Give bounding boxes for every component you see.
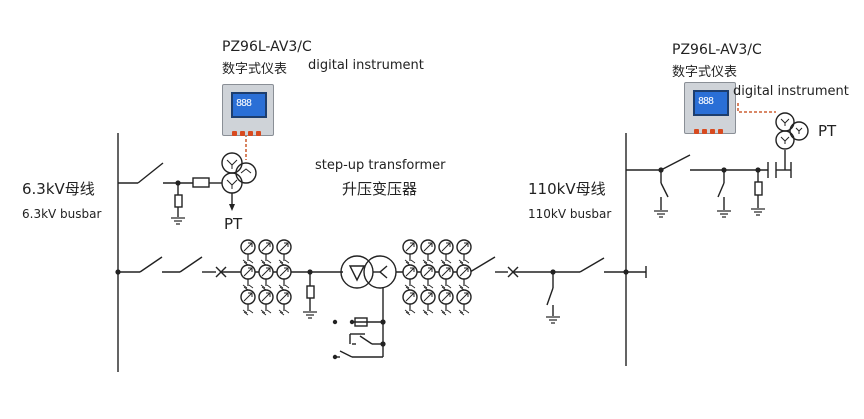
right-digital-meter: 888	[684, 82, 736, 134]
left-meter-name-cn: 数字式仪表	[222, 62, 288, 77]
right-busbar-name-en: 110kV busbar	[528, 207, 612, 221]
right-busbar-name-cn: 110kV母线	[528, 180, 606, 198]
left-busbar-name-cn: 6.3kV母线	[22, 180, 95, 198]
right-meter-buttons	[694, 119, 728, 134]
right-meter-digits: 888	[698, 96, 714, 107]
left-digital-meter: 888	[222, 84, 274, 136]
left-pt-switch	[137, 162, 164, 184]
right-meter-model: PZ96L-AV3/C	[672, 42, 762, 58]
left-meter-buttons	[232, 121, 266, 136]
right-meter-name-en: digital instrument	[733, 84, 849, 99]
left-meter-digits: 888	[236, 98, 252, 109]
transformer-name-cn: 升压变压器	[342, 180, 418, 198]
left-meter-screen: 888	[231, 92, 267, 118]
transformer-name-en: step-up transformer	[315, 158, 446, 173]
left-arrester-array	[240, 239, 292, 316]
left-meter-model: PZ96L-AV3/C	[222, 39, 312, 55]
right-meter-screen: 888	[693, 90, 729, 116]
right-meter-name-cn: 数字式仪表	[672, 65, 738, 80]
left-busbar-name-en: 6.3kV busbar	[22, 207, 102, 221]
right-pt-label: PT	[818, 122, 837, 140]
left-meter-name-en: digital instrument	[308, 58, 424, 73]
right-arrester-array	[402, 239, 472, 316]
right-meter-link	[737, 103, 776, 113]
left-pt-label: PT	[224, 215, 243, 233]
